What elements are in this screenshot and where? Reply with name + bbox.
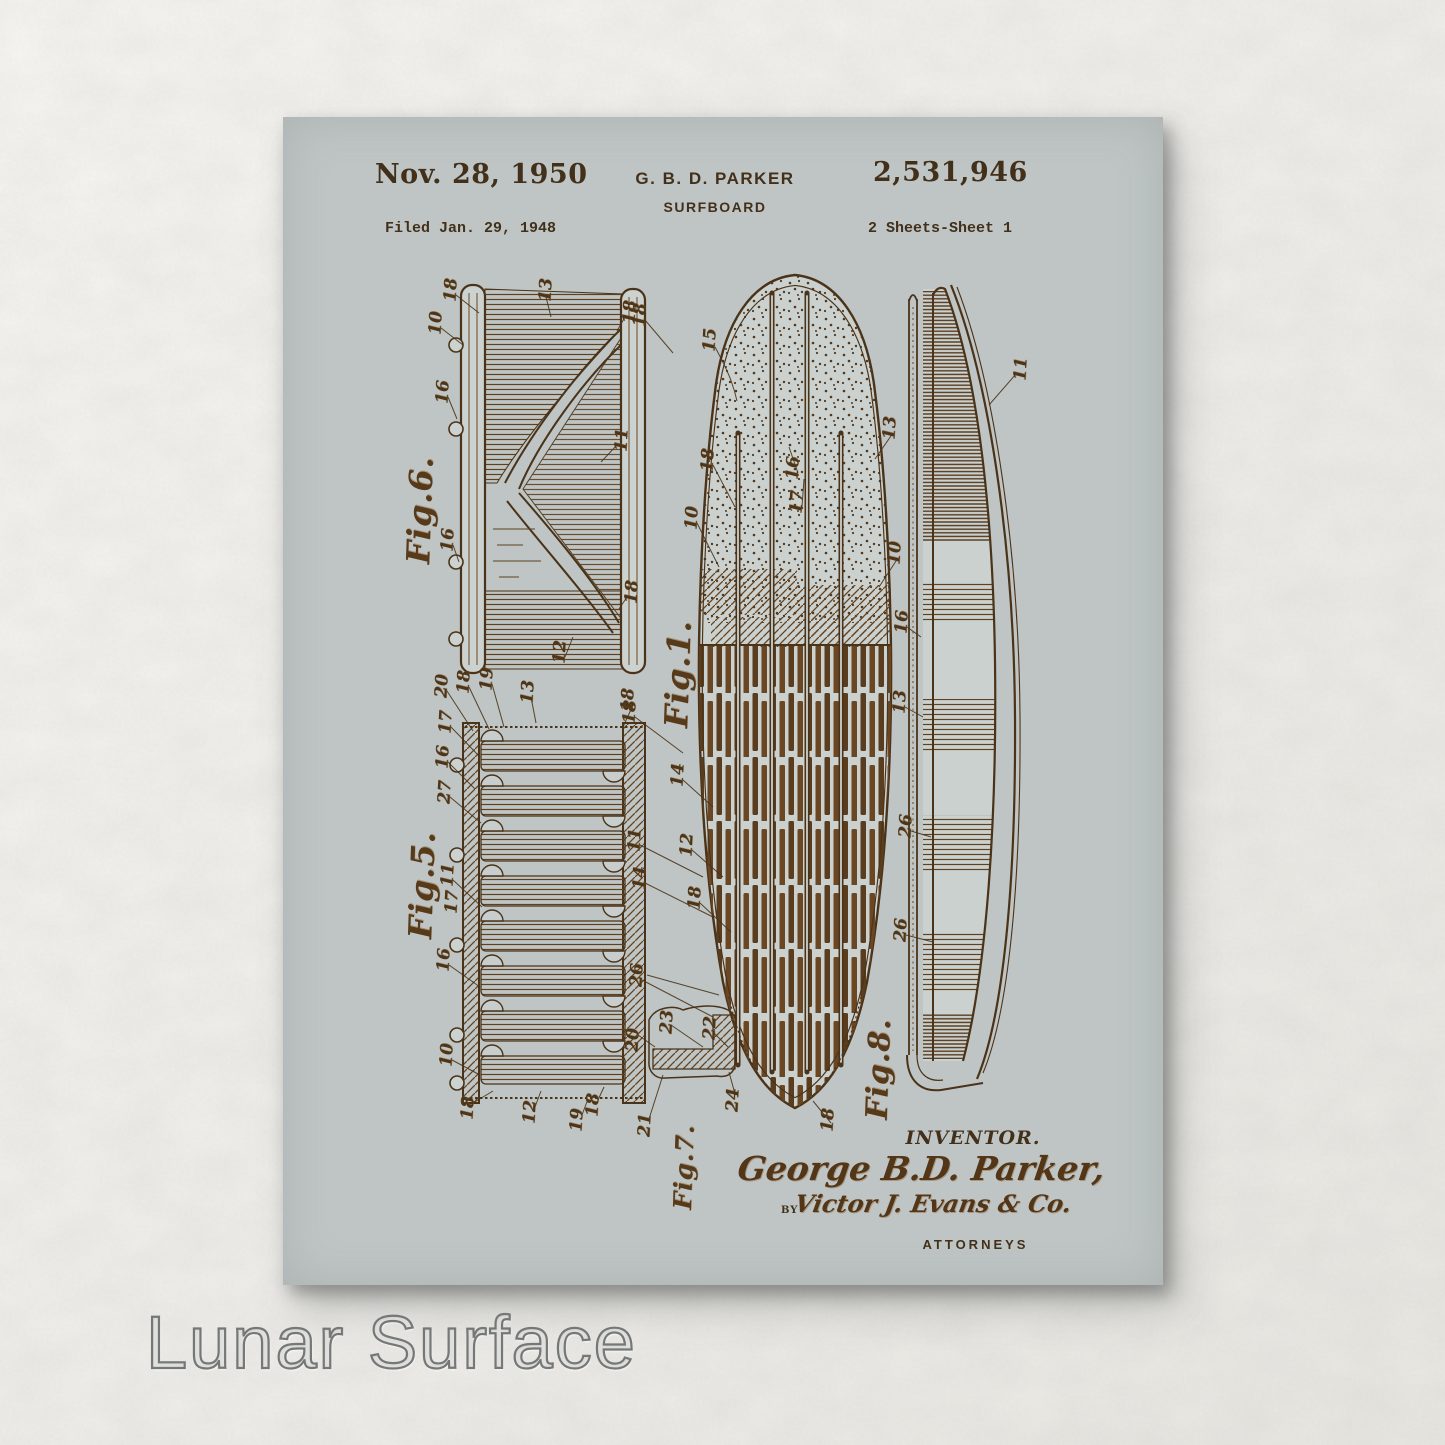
inventor-label: INVENTOR. [905, 1127, 1041, 1149]
attorneys-label: ATTORNEYS [922, 1237, 1029, 1252]
patent-figure-drawings [440, 273, 1021, 1124]
figure-5-drawing [449, 722, 646, 1104]
patent-poster: Nov. 28, 1950 G. B. D. PARKER SURFBOARD … [283, 117, 1163, 1285]
figure-1-drawing [697, 273, 893, 1110]
attorney-signature: Victor J. Evans & Co. [792, 1189, 1074, 1218]
inventor-signature: George B.D. Parker, [735, 1149, 1108, 1188]
figure-6-drawing [448, 283, 647, 675]
figure-8-drawing [906, 284, 1021, 1092]
watermark-text: Lunar Surface [145, 1300, 637, 1385]
